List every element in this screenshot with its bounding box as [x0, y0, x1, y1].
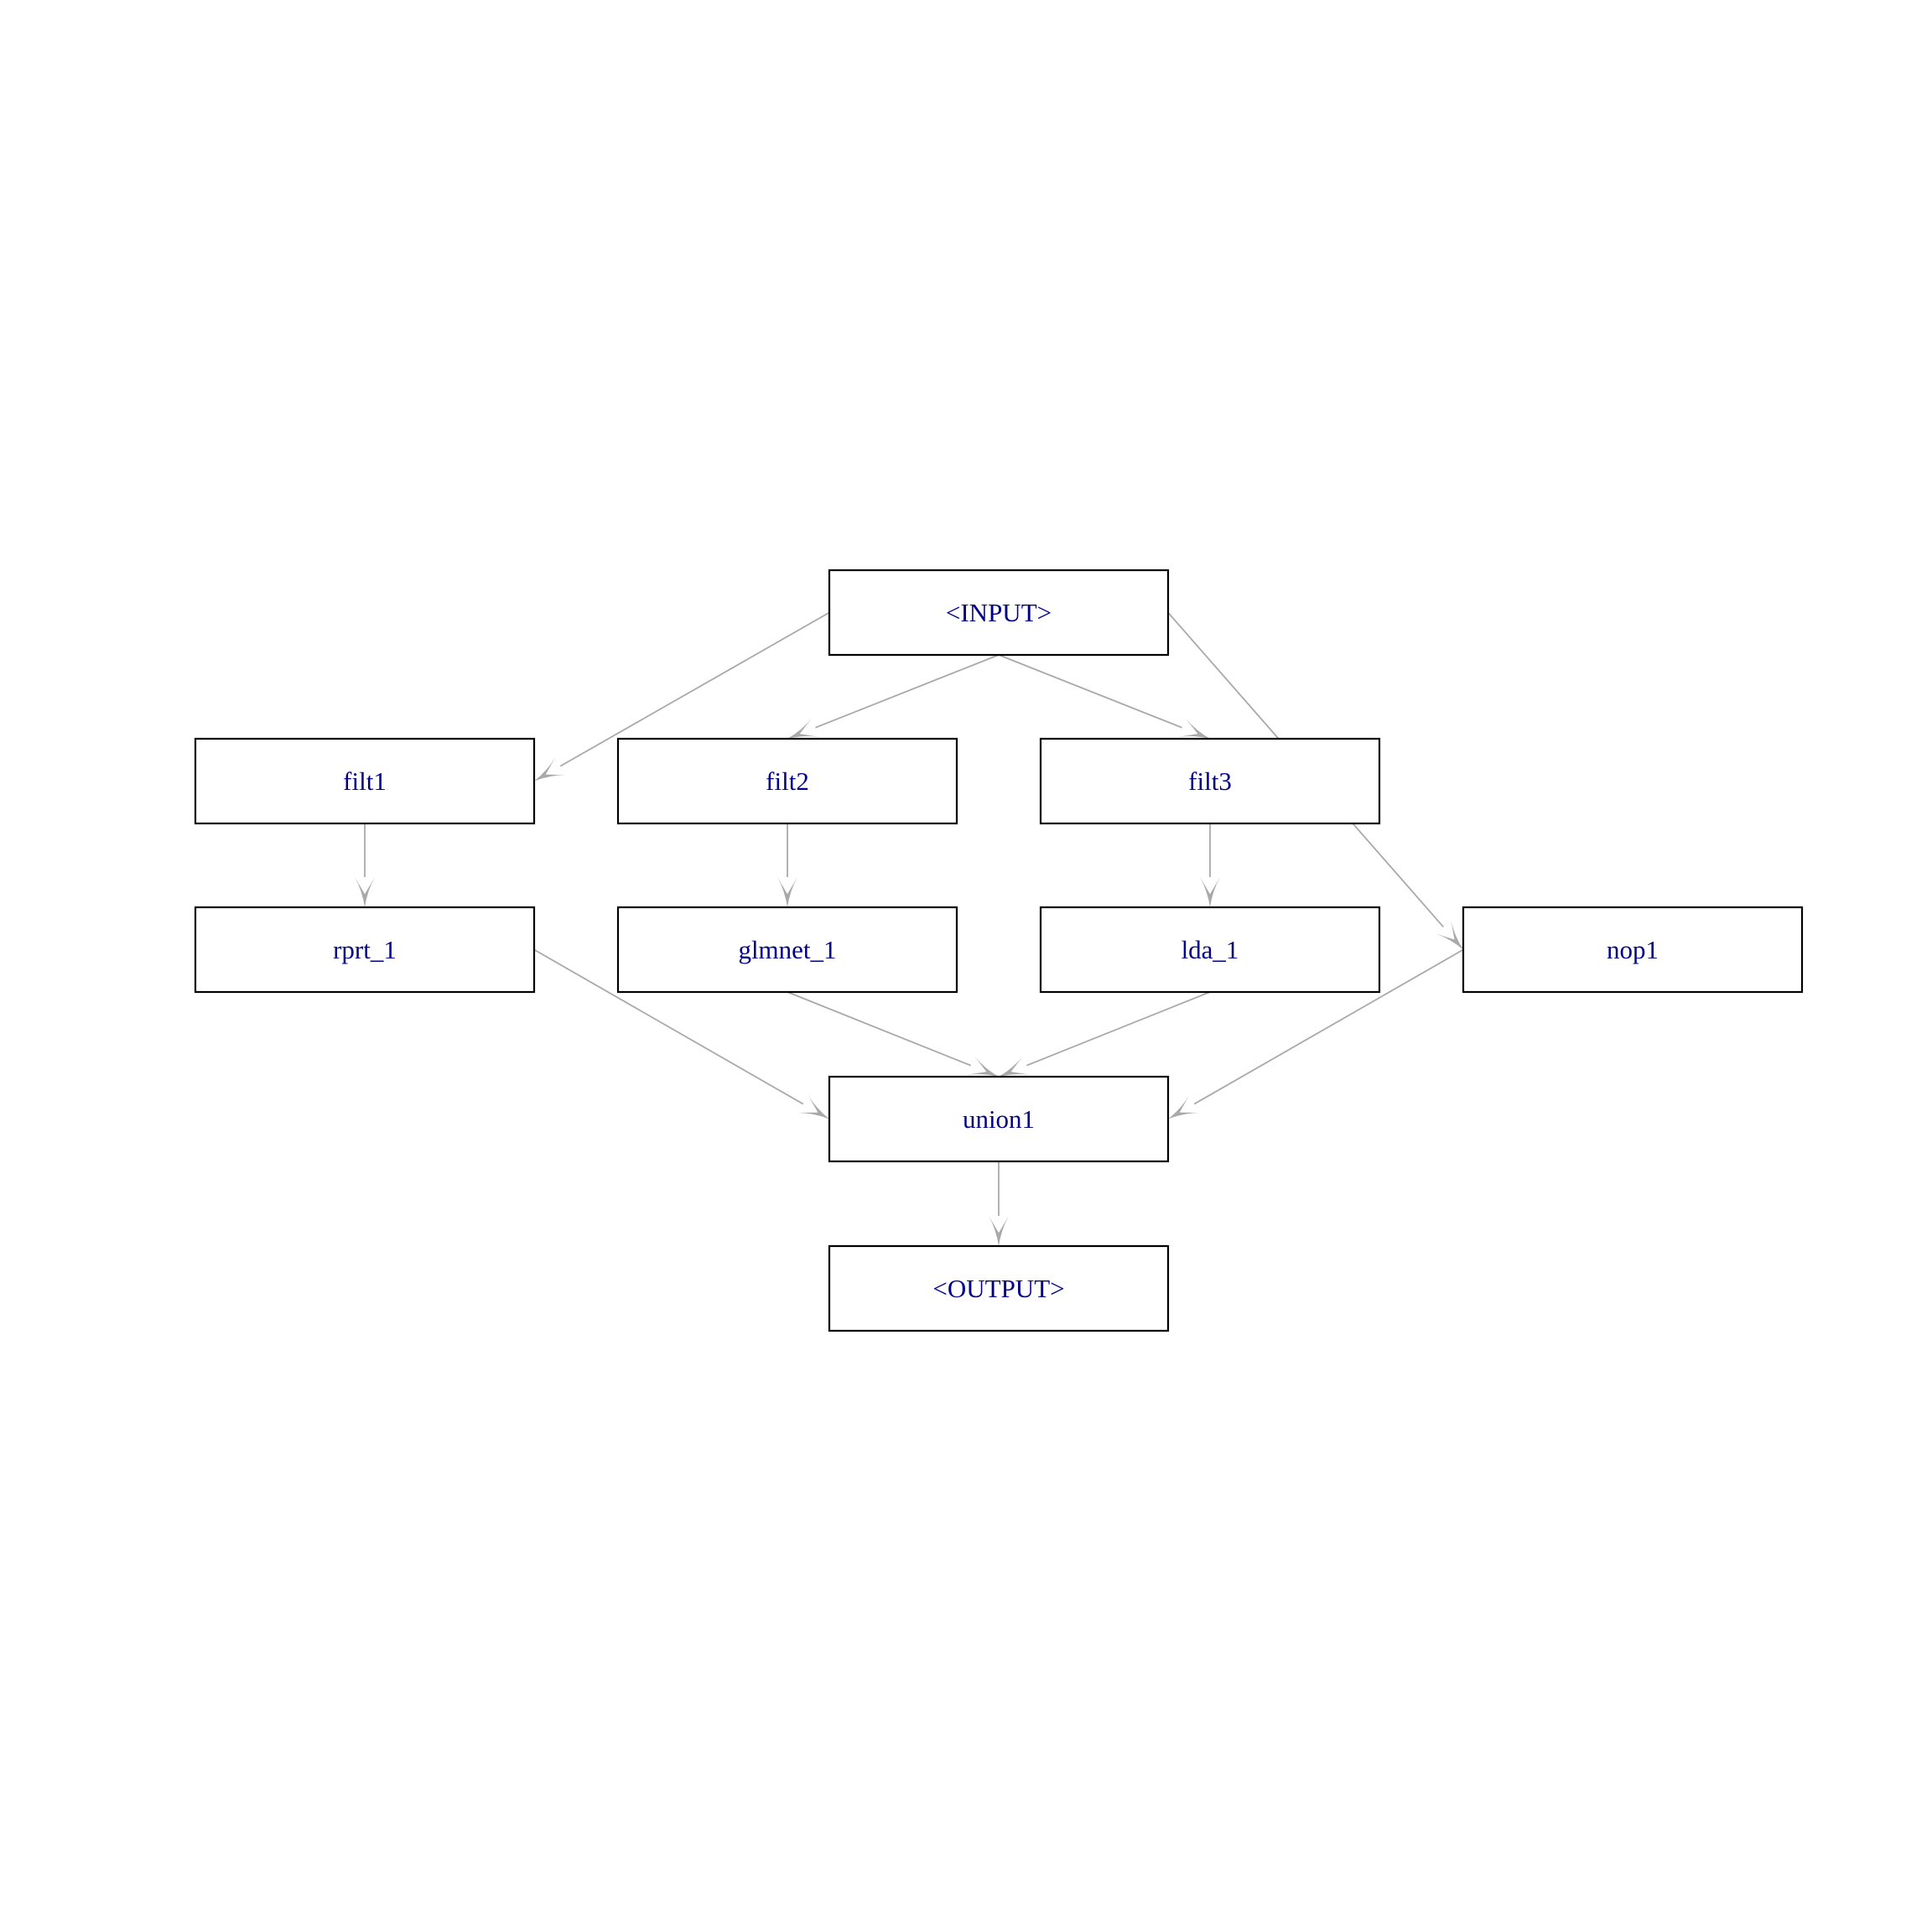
node-box: [1462, 906, 1804, 994]
node-box: [828, 1075, 1170, 1163]
node-label: filt1: [343, 766, 387, 796]
nodes-layer: <INPUT> filt1 filt2 filt3 rprt_1 glmnet_1 lda_…: [194, 569, 1804, 1332]
node-box: [1039, 737, 1381, 825]
node-label: <OUTPUT>: [932, 1274, 1064, 1303]
edge-line: [787, 991, 971, 1067]
arrowhead-icon: [989, 1216, 1009, 1246]
edge-filt1-to-rprt_1: [355, 823, 375, 907]
node-box: [1039, 906, 1381, 994]
arrowhead-icon: [1168, 1095, 1200, 1119]
edge-line: [815, 654, 1000, 729]
arrowhead-icon: [777, 877, 797, 907]
edge-glmnet_1-to-union1: [787, 991, 999, 1077]
node-box: [194, 906, 536, 994]
arrowhead-icon: [534, 757, 566, 782]
edge-input-to-filt1: [534, 611, 830, 782]
edge-line: [998, 654, 1182, 729]
edge-line: [1026, 991, 1211, 1067]
arrowhead-icon: [1200, 877, 1220, 907]
edge-line: [559, 611, 830, 767]
node-label: glmnet_1: [738, 935, 836, 964]
edge-filt2-to-glmnet_1: [777, 823, 797, 907]
arrowhead-icon: [787, 718, 819, 739]
edge-filt3-to-lda_1: [1200, 823, 1220, 907]
edge-nop1-to-union1: [1168, 948, 1464, 1119]
node-box: [828, 1244, 1170, 1332]
node-filt3[interactable]: filt3: [1039, 737, 1381, 825]
node-box: [616, 737, 958, 825]
arrowhead-icon: [999, 1056, 1031, 1077]
node-box: [616, 906, 958, 994]
edge-input-to-filt3: [998, 654, 1210, 739]
node-output[interactable]: <OUTPUT>: [828, 1244, 1170, 1332]
arrowhead-icon: [355, 877, 375, 907]
node-rprt-1[interactable]: rprt_1: [194, 906, 536, 994]
node-filt2[interactable]: filt2: [616, 737, 958, 825]
node-glmnet-1[interactable]: glmnet_1: [616, 906, 958, 994]
arrowhead-icon: [1436, 920, 1463, 950]
node-box: [194, 737, 536, 825]
edge-input-to-filt2: [787, 654, 1000, 739]
node-label: nop1: [1607, 935, 1659, 964]
node-label: <INPUT>: [946, 598, 1052, 627]
arrowhead-icon: [797, 1095, 829, 1119]
edge-rprt_1-to-union1: [533, 948, 829, 1119]
node-label: filt3: [1188, 766, 1232, 796]
node-filt1[interactable]: filt1: [194, 737, 536, 825]
node-nop1[interactable]: nop1: [1462, 906, 1804, 994]
arrowhead-icon: [967, 1056, 999, 1077]
edge-union1-to-output: [989, 1161, 1009, 1246]
node-box: [828, 569, 1170, 657]
node-union1[interactable]: union1: [828, 1075, 1170, 1163]
edge-lda_1-to-union1: [999, 991, 1211, 1077]
node-label: union1: [963, 1104, 1035, 1134]
arrowhead-icon: [1178, 718, 1210, 739]
node-label: filt2: [766, 766, 809, 796]
node-label: rprt_1: [333, 935, 397, 964]
node-label: lda_1: [1182, 935, 1239, 964]
node-lda-1[interactable]: lda_1: [1039, 906, 1381, 994]
edge-line: [1193, 948, 1464, 1105]
edge-line: [533, 948, 804, 1105]
node-input[interactable]: <INPUT>: [828, 569, 1170, 657]
